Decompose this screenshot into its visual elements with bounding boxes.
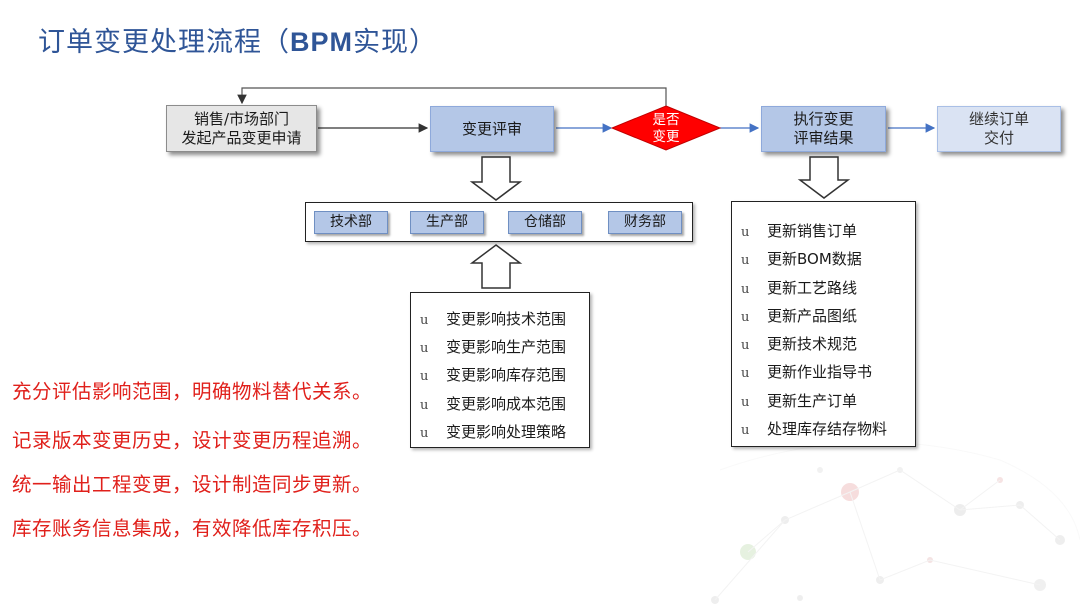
decision-line1: 是否 (636, 112, 696, 129)
start-line2: 发起产品变更申请 (181, 129, 301, 148)
deliver-line2: 交付 (969, 129, 1029, 148)
execute-line2: 评审结果 (793, 129, 853, 148)
benefit-text: 充分评估影响范围，明确物料替代关系。 (12, 375, 372, 404)
decision-line2: 变更 (636, 129, 696, 146)
benefit-text: 库存账务信息集成，有效降低库存积压。 (12, 512, 372, 541)
start-box: 销售/市场部门发起产品变更申请 (166, 105, 317, 152)
block-arrow-review-down (472, 157, 520, 200)
background-decoration (711, 442, 1080, 604)
dept-warehouse: 仓储部 (508, 211, 582, 234)
execute-line1: 执行变更 (793, 110, 853, 129)
block-arrow-impact-up (472, 245, 520, 288)
decision-label: 是否 变更 (636, 112, 696, 146)
departments-container: 技术部 生产部 仓储部 财务部 (305, 202, 693, 242)
review-box: 变更评审 (430, 106, 554, 152)
deliver-box: 继续订单交付 (937, 106, 1061, 152)
block-arrow-execute-down (800, 157, 848, 198)
execute-box: 执行变更评审结果 (761, 106, 886, 152)
dept-finance: 财务部 (608, 211, 682, 234)
dept-production: 生产部 (410, 211, 484, 234)
review-label: 变更评审 (462, 120, 522, 139)
dept-tech: 技术部 (314, 211, 388, 234)
benefit-text: 记录版本变更历史，设计变更历程追溯。 (12, 424, 372, 453)
deliver-line1: 继续订单 (969, 110, 1029, 129)
start-line1: 销售/市场部门 (181, 110, 301, 129)
benefit-text: 统一输出工程变更，设计制造同步更新。 (12, 468, 372, 497)
